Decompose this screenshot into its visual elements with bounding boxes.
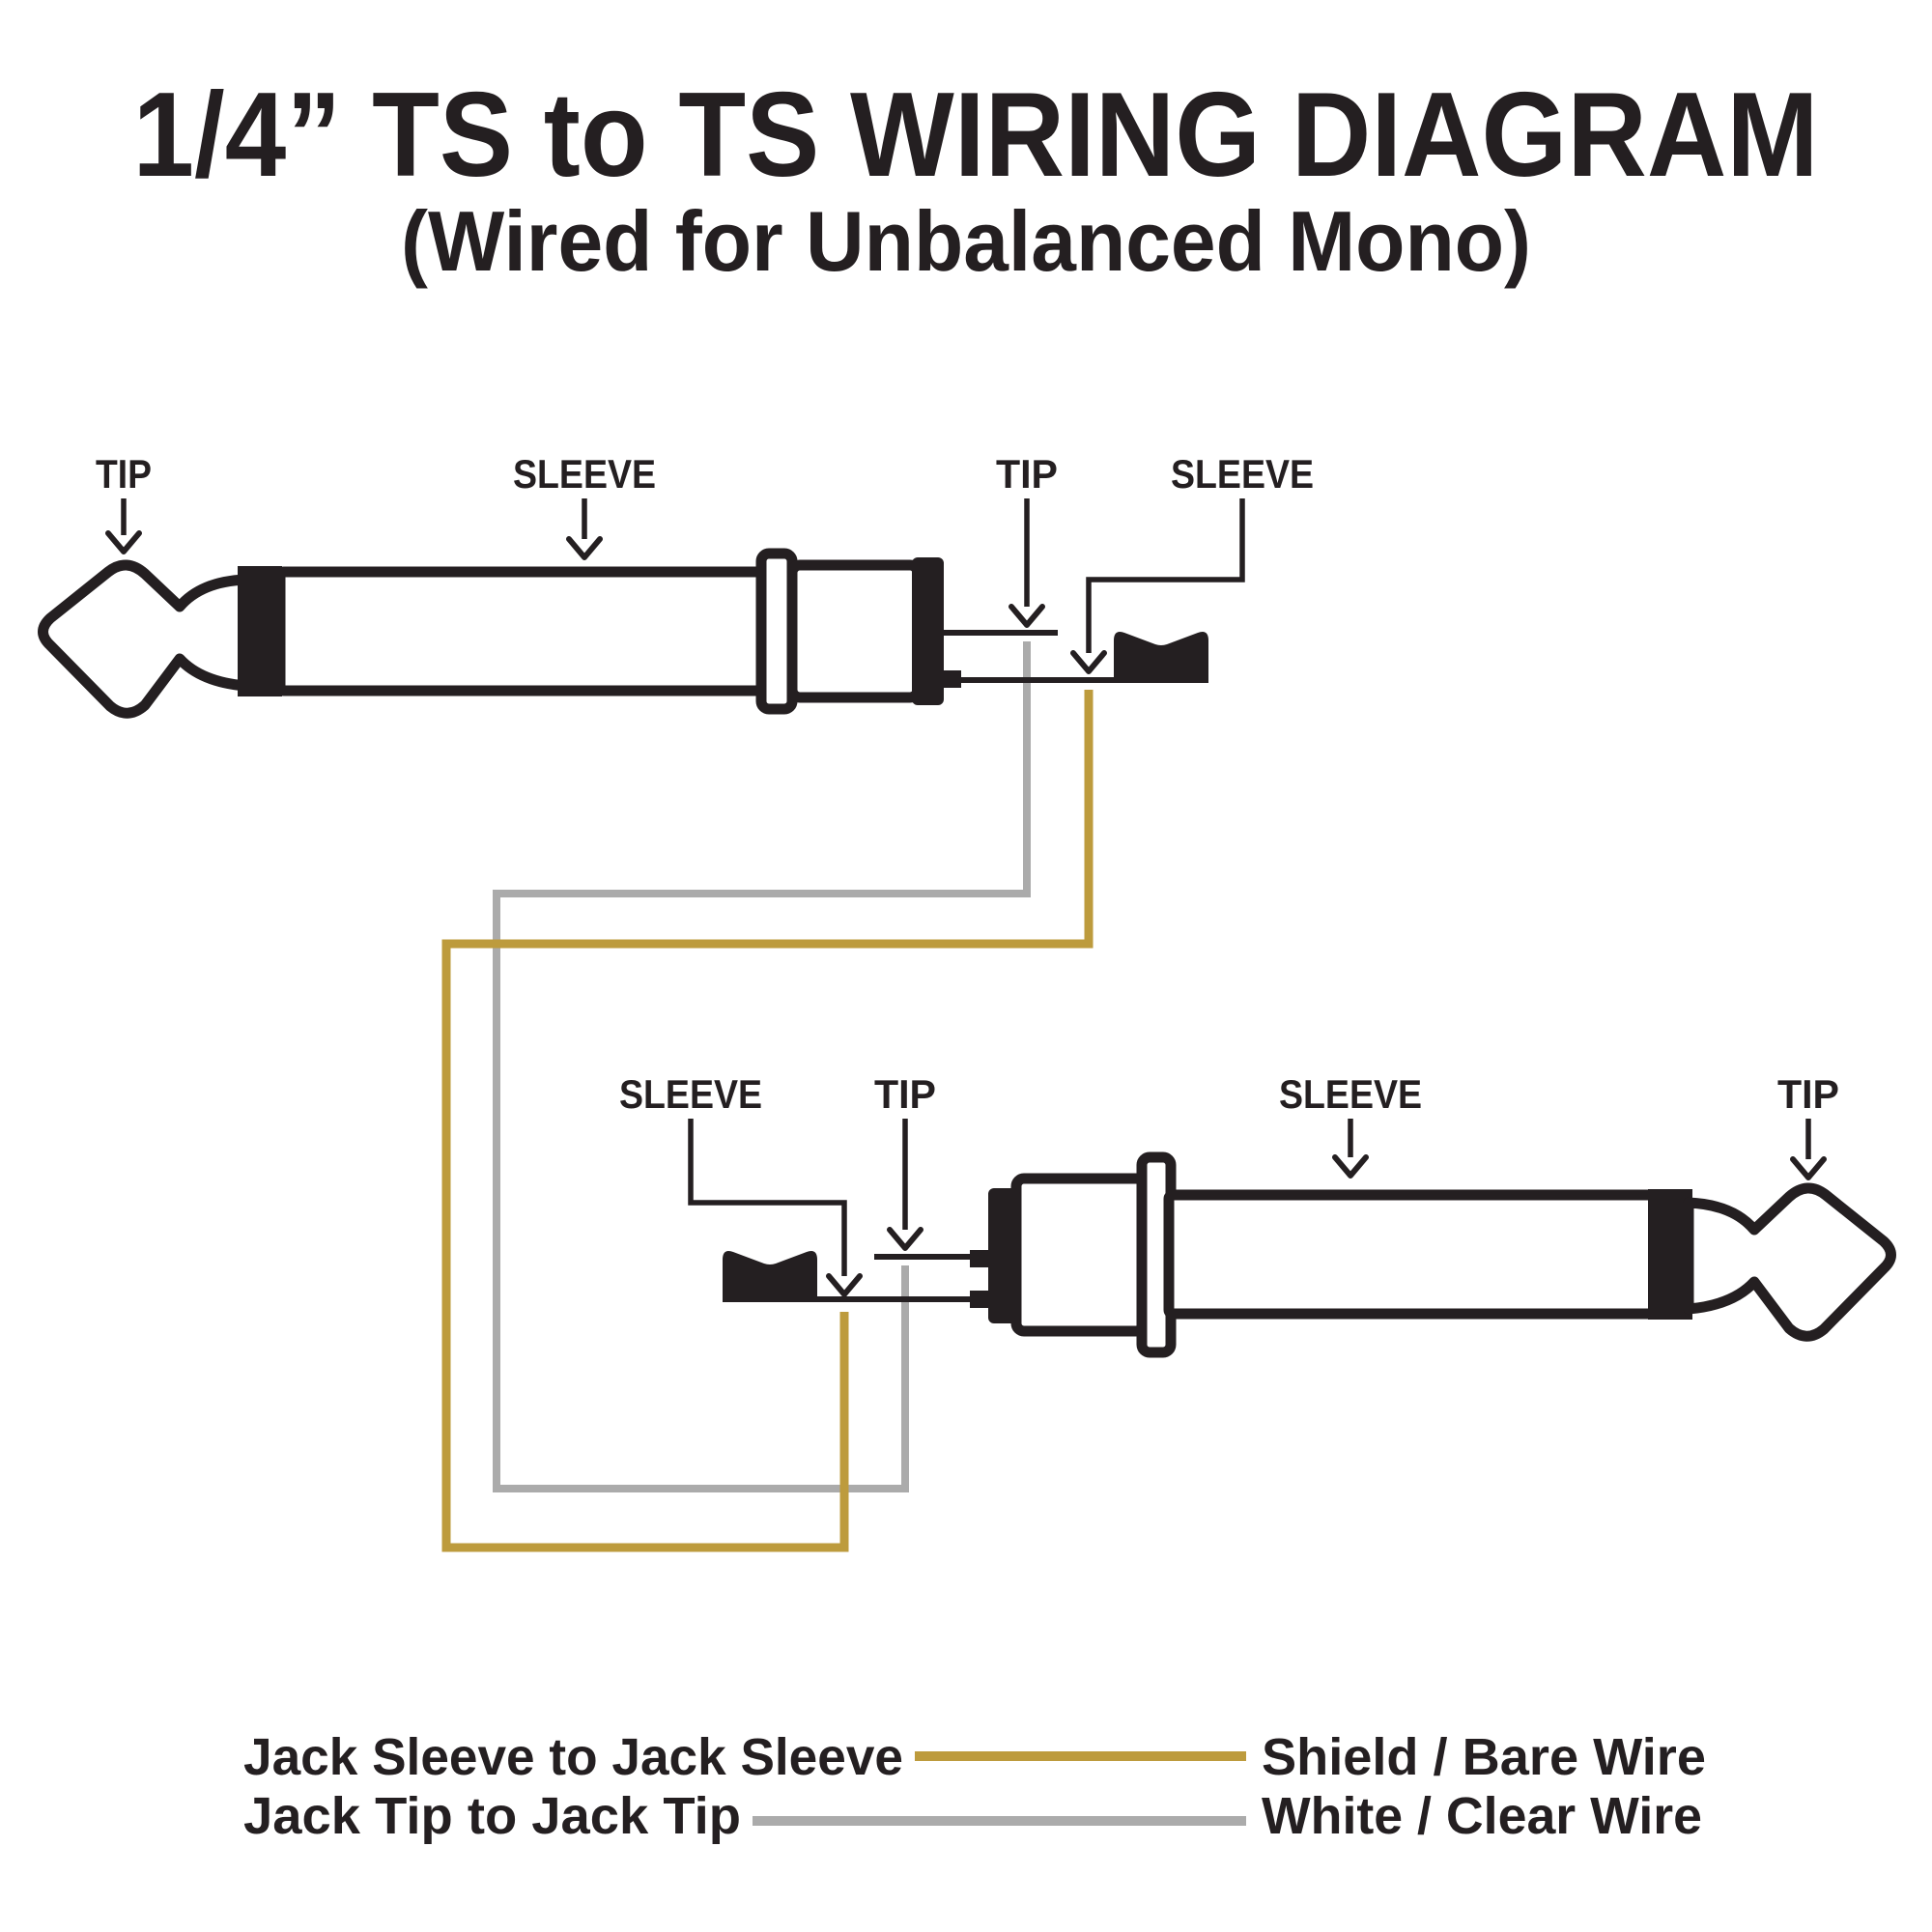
page-title: 1/4” TS to TS WIRING DIAGRAM xyxy=(133,69,1819,202)
leader-bottom-jack-sleeve xyxy=(688,1119,847,1276)
jack-sleeve-terminal xyxy=(942,677,1117,683)
page-subtitle: (Wired for Unbalanced Mono) xyxy=(401,193,1531,289)
legend-connection-sleeve: Jack Sleeve to Jack Sleeve xyxy=(243,1728,903,1786)
arrowhead-bottom-jack-tip xyxy=(887,1227,923,1251)
top-connector-callouts: TIP SLEEVE TIP SLEEVE xyxy=(96,451,1314,674)
label-bottom-plug-tip: TIP xyxy=(1777,1071,1839,1117)
arrowhead-top-plug-sleeve xyxy=(566,536,603,560)
clear-wire-tip-to-tip xyxy=(493,641,1031,1492)
legend: Jack Sleeve to Jack Sleeve Shield / Bare… xyxy=(243,1728,1706,1845)
jack-sleeve-terminal xyxy=(817,1296,993,1302)
arrowhead-bottom-plug-tip xyxy=(1790,1156,1827,1180)
legend-wire-clear: White / Clear Wire xyxy=(1262,1787,1702,1845)
bottom-connector-callouts: SLEEVE TIP SLEEVE TIP xyxy=(619,1071,1839,1297)
jack-sleeve-lug xyxy=(723,1251,817,1302)
label-bottom-jack-sleeve: SLEEVE xyxy=(619,1071,762,1117)
shield-wire-sleeve-to-sleeve xyxy=(441,690,1094,1552)
legend-swatch-clear-wire xyxy=(753,1816,1246,1826)
plug-insulator-band xyxy=(238,566,282,696)
label-top-jack-tip: TIP xyxy=(996,451,1058,497)
plug-tip-shape xyxy=(38,559,251,719)
legend-connection-tip: Jack Tip to Jack Tip xyxy=(243,1787,741,1845)
top-ts-connector xyxy=(38,548,1208,719)
jack-tip-terminal xyxy=(874,1254,993,1260)
plug-tip-shape xyxy=(1683,1182,1896,1342)
plug-sleeve-barrel xyxy=(274,566,769,696)
jack-tip-terminal xyxy=(942,630,1058,636)
label-top-jack-sleeve: SLEEVE xyxy=(1171,451,1314,497)
jack-body xyxy=(786,559,923,703)
jack-band-step-top xyxy=(970,1250,991,1267)
label-top-plug-sleeve: SLEEVE xyxy=(513,451,656,497)
leader-top-jack-sleeve xyxy=(1086,498,1245,653)
arrowhead-bottom-plug-sleeve xyxy=(1332,1154,1369,1179)
jack-end-band xyxy=(988,1188,1020,1323)
legend-wire-shield: Shield / Bare Wire xyxy=(1262,1728,1706,1786)
jack-sleeve-lug xyxy=(1114,632,1208,683)
label-top-plug-tip: TIP xyxy=(96,451,152,497)
arrowhead-top-jack-sleeve xyxy=(1070,650,1107,674)
plug-sleeve-barrel xyxy=(1163,1189,1660,1320)
legend-swatch-shield-wire xyxy=(915,1751,1246,1761)
jack-band-step-bottom xyxy=(970,1291,991,1308)
label-bottom-plug-sleeve: SLEEVE xyxy=(1279,1071,1422,1117)
arrowhead-top-jack-tip xyxy=(1009,604,1045,628)
arrowhead-top-plug-tip xyxy=(105,530,142,554)
label-bottom-jack-tip: TIP xyxy=(874,1071,936,1117)
jack-end-band xyxy=(912,557,944,705)
jack-body xyxy=(1010,1173,1150,1337)
arrowhead-bottom-jack-sleeve xyxy=(826,1273,863,1297)
bottom-ts-connector xyxy=(723,1151,1896,1358)
